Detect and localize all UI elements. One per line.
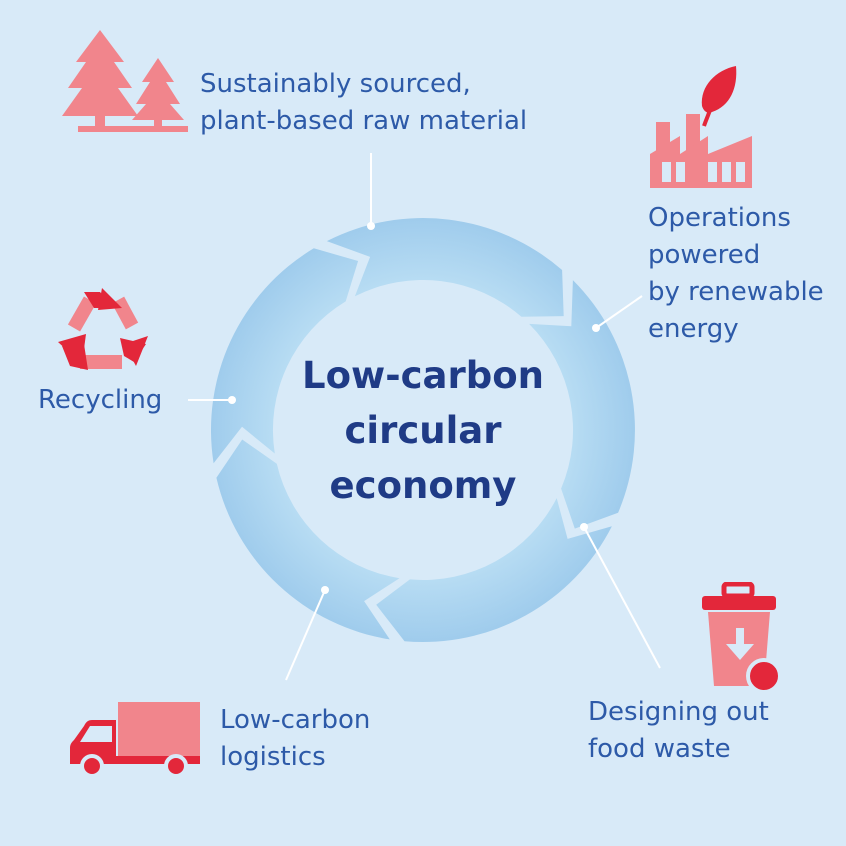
- factory-leaf-icon: [650, 66, 752, 188]
- stage-label-recycling-line-1: Recycling: [38, 385, 163, 415]
- stage-label-raw-material-line-2: plant-based raw material: [200, 106, 528, 136]
- center-title-line-2: circular: [344, 409, 502, 452]
- stage-label-operations: Operations powered by renewable energy: [648, 200, 824, 348]
- stage-label-logistics-line-2: logistics: [220, 742, 326, 772]
- stage-label-operations-line-2: powered: [648, 240, 761, 270]
- stage-label-operations-line-4: energy: [648, 314, 739, 344]
- trash-bin-icon: [702, 582, 782, 694]
- stage-label-food-waste: Designing out food waste: [588, 694, 769, 768]
- cycle-arrows: [210, 218, 635, 643]
- connector-lines: [188, 153, 661, 681]
- tree-icon: [62, 30, 188, 132]
- center-title-line-1: Low-carbon: [302, 354, 544, 397]
- cycle-arrow-recycling: [210, 248, 359, 464]
- center-title: Low-carbon circular economy: [263, 348, 583, 513]
- cycle-arrow-raw-material: [326, 218, 564, 317]
- connector-dot-logistics: [321, 586, 329, 594]
- stage-label-food-waste-line-1: Designing out: [588, 697, 769, 727]
- connector-line-food-waste: [583, 526, 661, 669]
- connector-line-logistics: [285, 589, 326, 681]
- stage-label-raw-material-line-1: Sustainably sourced,: [200, 69, 471, 99]
- stage-label-food-waste-line-2: food waste: [588, 734, 731, 764]
- connector-dot-recycling: [228, 396, 236, 404]
- stage-label-logistics-line-1: Low-carbon: [220, 705, 371, 735]
- connector-dot-operations: [592, 324, 600, 332]
- stage-label-operations-line-1: Operations: [648, 203, 791, 233]
- stage-label-recycling: Recycling: [38, 382, 162, 419]
- recycle-icon: [58, 288, 148, 370]
- stage-label-raw-material: Sustainably sourced, plant-based raw mat…: [200, 66, 527, 140]
- stage-label-logistics: Low-carbon logistics: [220, 702, 370, 776]
- cycle-arrow-food-waste: [376, 498, 612, 643]
- stage-label-operations-line-3: by renewable: [648, 277, 824, 307]
- center-title-line-3: economy: [329, 464, 517, 507]
- connector-line-operations: [595, 295, 643, 329]
- truck-icon: [70, 702, 200, 778]
- cycle-arrow-logistics: [216, 439, 400, 640]
- connector-dot-raw-material: [367, 222, 375, 230]
- cycle-arrow-operations: [529, 280, 635, 529]
- connector-dot-food-waste: [580, 523, 588, 531]
